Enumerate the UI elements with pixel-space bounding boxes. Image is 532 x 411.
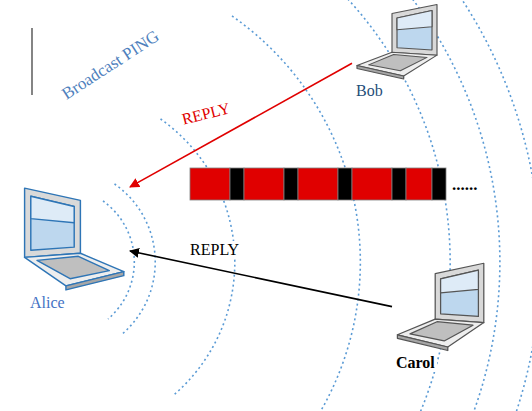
host-name: Alice: [28, 294, 67, 312]
laptop-icon: [392, 258, 500, 354]
edge-label: REPLY: [188, 241, 241, 259]
host-name-row: Bob: [352, 82, 452, 100]
margin-line: [31, 28, 32, 95]
laptop-node: Alice: [6, 182, 130, 312]
laptop-node: Bob: [352, 0, 452, 100]
host-name-row: Alice: [6, 294, 130, 312]
reply-arrow: [130, 251, 392, 307]
edge-label: REPLY: [178, 99, 234, 129]
laptop-icon: [6, 182, 130, 294]
laptop-node: Carol: [392, 258, 500, 372]
host-name: Bob: [354, 82, 385, 100]
broadcast-waves: [103, 0, 532, 411]
reply-arrow: [130, 63, 352, 187]
host-name-row: Carol: [392, 354, 500, 372]
packet-bar: [190, 168, 446, 200]
laptop-icon: [352, 0, 452, 82]
host-name: Carol: [394, 354, 437, 372]
broadcast-label: Broadcast PING: [57, 26, 164, 104]
continuation-dots: ......: [450, 176, 480, 194]
